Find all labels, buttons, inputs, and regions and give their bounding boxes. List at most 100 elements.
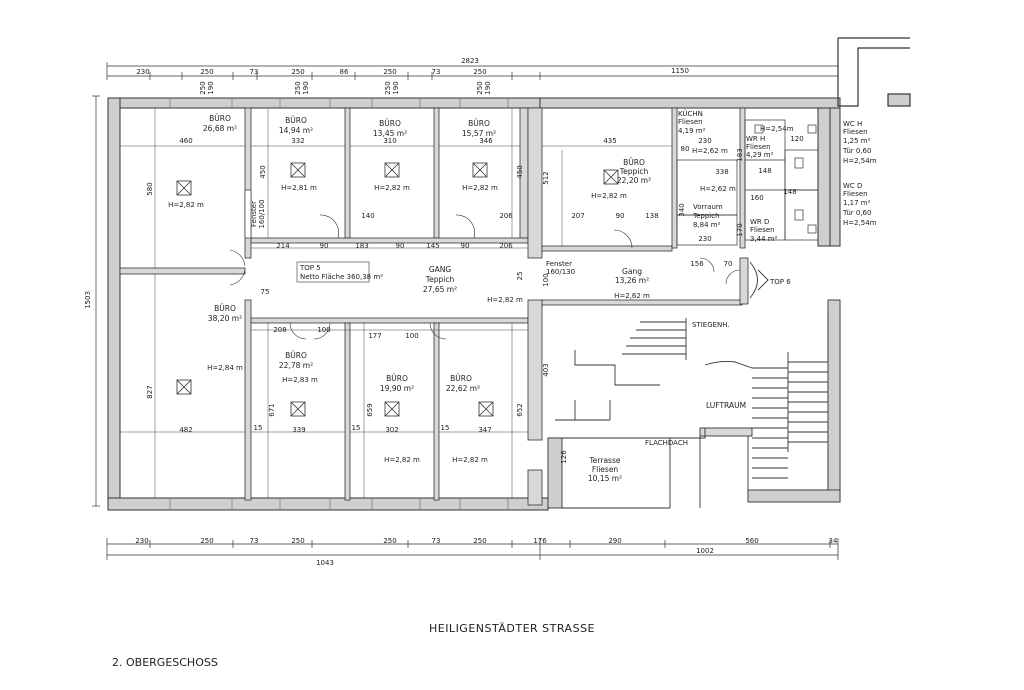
dim-160: 160 bbox=[750, 194, 763, 202]
top6-label: TOP 6 bbox=[769, 278, 791, 286]
top-seg-4: 250 bbox=[291, 68, 304, 76]
room-7-name: BÜRO bbox=[386, 374, 408, 383]
room-5-area: 38,20 m² bbox=[208, 314, 242, 323]
bottom-seg-5: 250 bbox=[383, 537, 396, 545]
dim-269: 25 bbox=[516, 272, 524, 281]
right-width-dim: 1150 bbox=[671, 67, 689, 75]
dim-90b: 90 bbox=[396, 242, 405, 250]
dim-460: 460 bbox=[179, 137, 192, 145]
vorraum-name: Vorraum bbox=[693, 203, 723, 211]
wch-extra: Tür 0,60 bbox=[842, 147, 871, 155]
room-3-height: H=2,82 m bbox=[374, 184, 410, 192]
kitchen-name: KÜCHN bbox=[678, 109, 703, 118]
window-left-opening bbox=[244, 189, 252, 239]
dim-183b: 183 bbox=[736, 148, 744, 161]
room-6-height: H=2,83 m bbox=[282, 376, 318, 384]
wc-block bbox=[676, 119, 819, 246]
wrh-height: H=2,54m bbox=[760, 125, 794, 133]
dim-482: 482 bbox=[179, 426, 192, 434]
dim-346: 346 bbox=[479, 137, 493, 145]
bottom-seg-1: 230 bbox=[135, 537, 148, 545]
room-9-area: 22,20 m² bbox=[617, 176, 651, 185]
top-seg-3: 73 bbox=[250, 68, 259, 76]
wrh-sub: Fliesen bbox=[746, 143, 771, 151]
room-2-name: BÜRO bbox=[285, 116, 307, 125]
bottom-seg-2: 250 bbox=[200, 537, 213, 545]
wch-name: WC H bbox=[843, 120, 862, 128]
dim-310: 310 bbox=[383, 137, 396, 145]
dim-183: 183 bbox=[355, 242, 368, 250]
wcd-name: WC D bbox=[843, 182, 862, 190]
dim-450b: 450 bbox=[516, 165, 524, 178]
dim-140: 140 bbox=[361, 212, 374, 220]
gang-area: 27,65 m² bbox=[423, 285, 457, 294]
dim-435: 435 bbox=[603, 137, 616, 145]
dim-100a: 100 bbox=[317, 326, 330, 334]
room-9-name: BÜRO bbox=[623, 158, 645, 167]
dim-332: 332 bbox=[291, 137, 304, 145]
dim-206b: 206 bbox=[499, 212, 513, 220]
dim-659: 659 bbox=[366, 403, 374, 416]
wrh-area: 4,29 m² bbox=[746, 151, 774, 159]
room-6-name: BÜRO bbox=[285, 351, 307, 360]
room-3-area: 13,45 m² bbox=[373, 129, 407, 138]
top6-arrow-icon bbox=[749, 261, 769, 299]
dim-177: 177 bbox=[368, 332, 381, 340]
bottom-dimension-lines bbox=[106, 538, 839, 560]
kitchen-sub: Fliesen bbox=[678, 118, 703, 126]
room-4-name: BÜRO bbox=[468, 119, 490, 128]
room-8-height: H=2,82 m bbox=[452, 456, 488, 464]
dim-90d: 90 bbox=[616, 212, 625, 220]
dim-148a: 148 bbox=[758, 167, 771, 175]
gang-sub: Teppich bbox=[425, 275, 455, 284]
dim-126: 126 bbox=[560, 450, 568, 464]
room-9-sub: Teppich bbox=[619, 167, 649, 176]
bottom-seg-7: 250 bbox=[473, 537, 486, 545]
dim-580: 580 bbox=[146, 182, 154, 195]
dim-302: 302 bbox=[385, 426, 398, 434]
wcd-height: H=2,54m bbox=[843, 219, 877, 227]
room-9-height: H=2,82 m bbox=[591, 192, 627, 200]
dim-90a: 90 bbox=[320, 242, 329, 250]
vorraum-sub: Teppich bbox=[692, 212, 720, 220]
dim-214: 214 bbox=[276, 242, 290, 250]
flat-roof-label: FLACHDACH bbox=[645, 439, 688, 447]
terrace-area: 10,15 m² bbox=[588, 474, 622, 483]
gang2-height: H=2,62 m bbox=[614, 292, 650, 300]
top-seg-5: 86 bbox=[340, 68, 349, 76]
dim-173: 100 bbox=[542, 273, 550, 286]
window-mark-top-2: 250190 bbox=[294, 81, 310, 94]
overall-height-dim: 1503 bbox=[84, 291, 92, 309]
room-1-area: 26,68 m² bbox=[203, 124, 237, 133]
room-7-area: 19,90 m² bbox=[380, 384, 414, 393]
room-5-height: H=2,84 m bbox=[207, 364, 243, 372]
bottom-left-total: 1043 bbox=[316, 559, 334, 567]
top-seg-1: 230 bbox=[136, 68, 149, 76]
room-7-height: H=2,82 m bbox=[384, 456, 420, 464]
kitchen-area: 4,19 m² bbox=[678, 127, 706, 135]
dim-339: 339 bbox=[292, 426, 305, 434]
window-mark-top-1: 250190 bbox=[199, 81, 215, 94]
bottom-seg-11: 560 bbox=[745, 537, 758, 545]
wch-height: H=2,54m bbox=[843, 157, 877, 165]
room-6-area: 22,78 m² bbox=[279, 361, 313, 370]
top-seg-7: 73 bbox=[432, 68, 441, 76]
overall-width-dim: 2823 bbox=[461, 57, 479, 65]
dim-120: 120 bbox=[790, 135, 803, 143]
dim-340: 340 bbox=[678, 203, 686, 216]
dim-156: 156 bbox=[690, 260, 704, 268]
dim-338: 338 bbox=[715, 168, 728, 176]
dim-652: 652 bbox=[516, 403, 524, 416]
wcd-sub: Fliesen bbox=[843, 190, 868, 198]
stair-block bbox=[555, 299, 841, 503]
dim-206a: 206 bbox=[499, 242, 513, 250]
wrd-name: WR D bbox=[750, 218, 769, 226]
dim-15c: 15 bbox=[441, 424, 450, 432]
terrace-sub: Fliesen bbox=[592, 465, 619, 474]
dim-208: 208 bbox=[273, 326, 286, 334]
wch-area: 1,25 m² bbox=[843, 137, 871, 145]
floor-name: 2. OBERGESCHOSS bbox=[112, 656, 218, 669]
room-8-name: BÜRO bbox=[450, 374, 472, 383]
